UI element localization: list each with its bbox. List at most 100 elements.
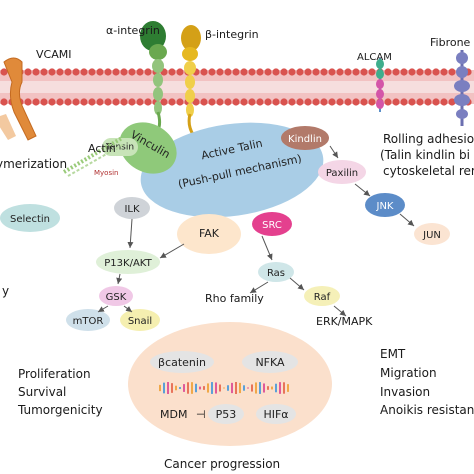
lipid-head: [320, 68, 328, 76]
lipid-head: [392, 68, 400, 76]
lipid-head: [64, 98, 72, 106]
p53-label: P53: [216, 408, 237, 421]
lipid-head: [424, 68, 432, 76]
lipid-head: [392, 98, 400, 106]
nucleus: [128, 322, 332, 446]
src-label: SRC: [262, 220, 282, 231]
dna-helix-icon: [159, 382, 289, 394]
lipid-head: [88, 98, 96, 106]
lipid-head: [368, 68, 376, 76]
lipid-head: [448, 68, 456, 76]
lipid-head: [264, 68, 272, 76]
nfka-label: NFKA: [255, 356, 285, 369]
lipid-head: [104, 98, 112, 106]
lipid-head: [200, 98, 208, 106]
gsk-node: [99, 286, 133, 306]
lipid-head: [304, 68, 312, 76]
lipid-head: [304, 98, 312, 106]
lipid-head: [72, 68, 80, 76]
lipid-head: [56, 98, 64, 106]
selectin-label: Selectin: [10, 214, 50, 225]
lipid-head: [328, 98, 336, 106]
lipid-head: [128, 68, 136, 76]
lipid-head: [176, 68, 184, 76]
lipid-head: [40, 98, 48, 106]
lipid-head: [320, 98, 328, 106]
lipid-head: [96, 68, 104, 76]
jun-node: [414, 223, 450, 245]
lipid-head: [288, 98, 296, 106]
tensin-label: Tensin: [105, 143, 134, 153]
lipid-head: [136, 98, 144, 106]
lipid-head: [48, 98, 56, 106]
lipid-head: [112, 68, 120, 76]
lipid-head: [352, 68, 360, 76]
lipid-head: [104, 68, 112, 76]
vcam-label: VCAMI: [36, 48, 71, 61]
lipid-head: [328, 68, 336, 76]
lipid-head: [384, 98, 392, 106]
lipid-head: [216, 68, 224, 76]
lipid-head: [344, 98, 352, 106]
ras-label: Ras: [267, 268, 285, 279]
cell-membrane: [0, 68, 474, 106]
lipid-head: [440, 68, 448, 76]
lipid-head: [288, 68, 296, 76]
y-fragment-label: y: [2, 284, 9, 298]
lipid-head: [336, 98, 344, 106]
lipid-head: [432, 98, 440, 106]
active-talin-node: [140, 122, 324, 218]
alpha-integrin-receptor: [140, 21, 167, 135]
lipid-head: [168, 68, 176, 76]
lipid-head: [336, 68, 344, 76]
ras-node: [258, 262, 294, 282]
fibronectin-receptor: [454, 50, 470, 126]
lipid-head: [256, 98, 264, 106]
lipid-head: [224, 98, 232, 106]
jnk-node: [365, 193, 405, 217]
myosin-label: Myosin: [94, 169, 119, 177]
lipid-head: [144, 68, 152, 76]
alcam-receptor: [376, 58, 384, 112]
paxilin-node: [318, 160, 366, 184]
lipid-head: [352, 98, 360, 106]
survival-label: Survival: [18, 385, 66, 399]
cancer-progression-label: Cancer progression: [164, 457, 280, 471]
hif-label: HIFα: [263, 408, 288, 421]
lipid-head: [448, 98, 456, 106]
lipid-head: [208, 98, 216, 106]
lipid-head: [80, 68, 88, 76]
jnk-label: JNK: [376, 201, 394, 212]
erk-mapk-label: ERK/MAPK: [316, 315, 373, 328]
lipid-head: [416, 68, 424, 76]
migration-label: Migration: [380, 366, 437, 380]
lipid-head: [384, 68, 392, 76]
lipid-head: [240, 68, 248, 76]
lipid-head: [88, 68, 96, 76]
lipid-head: [192, 98, 200, 106]
lipid-head: [56, 68, 64, 76]
p13k-akt-node: [96, 250, 160, 274]
lipid-head: [48, 68, 56, 76]
mdm-label: MDM: [160, 408, 187, 421]
lipid-head: [136, 68, 144, 76]
lipid-head: [120, 68, 128, 76]
lipid-head: [240, 98, 248, 106]
p53-node: [208, 404, 244, 424]
src-node: [252, 212, 292, 236]
inhibit-symbol: ⊣: [196, 408, 206, 421]
ilk-node: [114, 197, 150, 219]
proliferation-label: Proliferation: [18, 367, 91, 381]
lipid-head: [0, 98, 8, 106]
lipid-head: [24, 68, 32, 76]
lipid-head: [264, 98, 272, 106]
lipid-head: [368, 98, 376, 106]
fak-label: FAK: [199, 227, 220, 240]
lipid-head: [0, 68, 8, 76]
lipid-head: [200, 68, 208, 76]
lipid-head: [112, 98, 120, 106]
lipid-head: [432, 68, 440, 76]
pathway-arrows: [97, 145, 415, 317]
lipid-head: [312, 68, 320, 76]
